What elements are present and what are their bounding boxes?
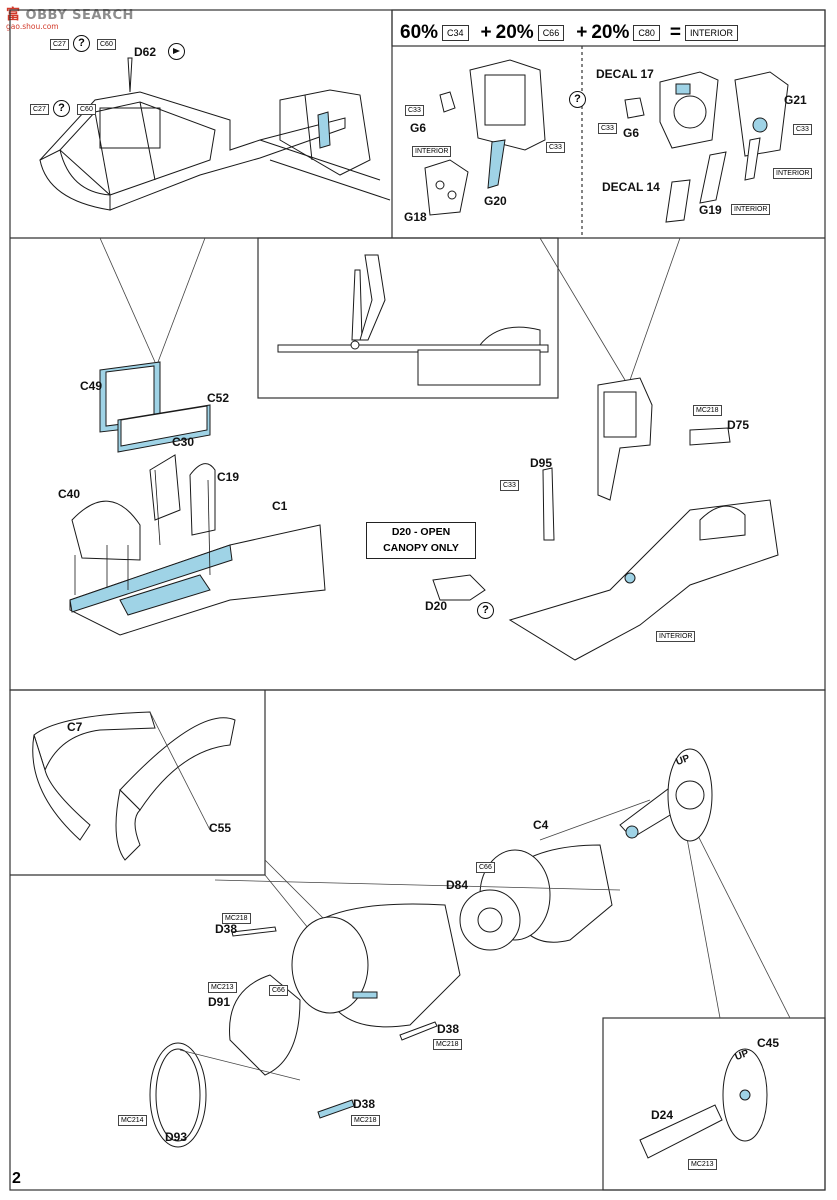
rear-assembly-lines bbox=[149, 711, 651, 1081]
help-icon-3: ? bbox=[569, 91, 586, 108]
code-mc218-a: MC218 bbox=[693, 405, 722, 416]
part-label-c1: C1 bbox=[272, 499, 288, 513]
rear-fuselage-parts bbox=[32, 711, 768, 1159]
code-mc213-b: MC213 bbox=[688, 1159, 717, 1170]
code-mc214: MC214 bbox=[118, 1115, 147, 1126]
code-c27-a: C27 bbox=[50, 39, 69, 50]
code-c27-b: C27 bbox=[30, 104, 49, 115]
code-mc218-d: MC218 bbox=[351, 1115, 380, 1126]
mix-plus-2: + bbox=[576, 22, 588, 43]
mix-code-1: C34 bbox=[442, 25, 469, 41]
code-c60-b: C60 bbox=[77, 104, 96, 115]
code-interior-a: INTERIOR bbox=[412, 146, 452, 157]
code-mc213-a: MC213 bbox=[208, 982, 237, 993]
part-label-d38-c: D38 bbox=[353, 1097, 376, 1111]
part-label-g6-a: G6 bbox=[410, 121, 427, 135]
inset-cockpit bbox=[257, 237, 559, 399]
step-right-parts bbox=[432, 377, 779, 661]
note-d20-open-canopy: D20 - OPEN CANOPY ONLY bbox=[366, 522, 476, 559]
part-label-d38-a: D38 bbox=[215, 922, 238, 936]
part-label-c49: C49 bbox=[80, 379, 103, 393]
formula-frame bbox=[391, 9, 826, 47]
cockpit-detail-top bbox=[259, 89, 391, 201]
cockpit-tub-top bbox=[39, 57, 346, 211]
part-label-d93: D93 bbox=[165, 1130, 188, 1144]
code-c60-a: C60 bbox=[97, 39, 116, 50]
part-label-d24: D24 bbox=[651, 1108, 674, 1122]
help-icon-4: ? bbox=[477, 602, 494, 619]
code-c33-b: C33 bbox=[546, 142, 565, 153]
code-c66-a: C66 bbox=[476, 862, 495, 873]
mix-code-2: C66 bbox=[537, 25, 565, 41]
part-label-g21: G21 bbox=[784, 93, 807, 107]
mix-percent-3: 20% bbox=[591, 22, 630, 43]
instrument-panel-parts bbox=[424, 59, 789, 223]
cockpit-inset-drawing bbox=[277, 254, 549, 386]
part-label-c30: C30 bbox=[172, 435, 195, 449]
part-label-d75: D75 bbox=[727, 418, 750, 432]
step-frames bbox=[9, 9, 826, 1191]
part-label-c40: C40 bbox=[58, 487, 81, 501]
part-label-g20: G20 bbox=[484, 194, 507, 208]
part-label-d91: D91 bbox=[208, 995, 231, 1009]
step-left-arrows bbox=[74, 469, 211, 595]
inset-nozzle bbox=[602, 1017, 826, 1191]
code-mc218-b: MC218 bbox=[222, 913, 251, 924]
decal-label-14: DECAL 14 bbox=[602, 180, 660, 194]
mix-equals: = bbox=[669, 22, 681, 43]
code-c66-b: C66 bbox=[269, 985, 288, 996]
mix-plus-1: + bbox=[480, 22, 492, 43]
mix-result: INTERIOR bbox=[684, 25, 738, 41]
part-label-d20: D20 bbox=[425, 599, 448, 613]
mix-percent-2: 20% bbox=[495, 22, 534, 43]
mix-percent-1: 60% bbox=[400, 22, 439, 43]
watermark-url: gao.shou.com bbox=[6, 22, 59, 31]
part-label-c55: C55 bbox=[209, 821, 232, 835]
part-label-c45: C45 bbox=[757, 1036, 780, 1050]
paint-mix-formula: 60% C34 + 20% C66 + 20% C80 = INTERIOR bbox=[400, 17, 820, 49]
code-interior-c: INTERIOR bbox=[731, 204, 771, 215]
watermark-main: OBBY SEARCH bbox=[25, 8, 134, 23]
part-label-g18: G18 bbox=[404, 210, 427, 224]
code-mc218-c: MC218 bbox=[433, 1039, 462, 1050]
part-label-d62: D62 bbox=[134, 45, 157, 59]
code-c33-a: C33 bbox=[405, 105, 424, 116]
code-c33-e: C33 bbox=[500, 480, 519, 491]
code-interior-b: INTERIOR bbox=[773, 168, 813, 179]
code-interior-d: INTERIOR bbox=[656, 631, 696, 642]
part-label-c19: C19 bbox=[217, 470, 240, 484]
help-icon-1: ? bbox=[73, 35, 90, 52]
part-label-d38-b: D38 bbox=[437, 1022, 460, 1036]
help-icon-2: ? bbox=[53, 100, 70, 117]
part-label-d84: D84 bbox=[446, 878, 469, 892]
code-c33-c: C33 bbox=[793, 124, 812, 135]
arrow-icon bbox=[168, 43, 185, 60]
part-label-g19: G19 bbox=[699, 203, 722, 217]
mix-code-3: C80 bbox=[633, 25, 660, 41]
part-label-c52: C52 bbox=[207, 391, 230, 405]
part-label-d95: D95 bbox=[530, 456, 553, 470]
decal-label-17: DECAL 17 bbox=[596, 67, 654, 81]
frame-bottom bbox=[9, 689, 826, 1191]
step-left-parts bbox=[69, 361, 326, 636]
part-label-g6-b: G6 bbox=[623, 126, 640, 140]
code-c33-d: C33 bbox=[598, 123, 617, 134]
page-number: 2 bbox=[12, 1170, 21, 1187]
part-label-c4: C4 bbox=[533, 818, 549, 832]
part-label-c7: C7 bbox=[67, 720, 83, 734]
